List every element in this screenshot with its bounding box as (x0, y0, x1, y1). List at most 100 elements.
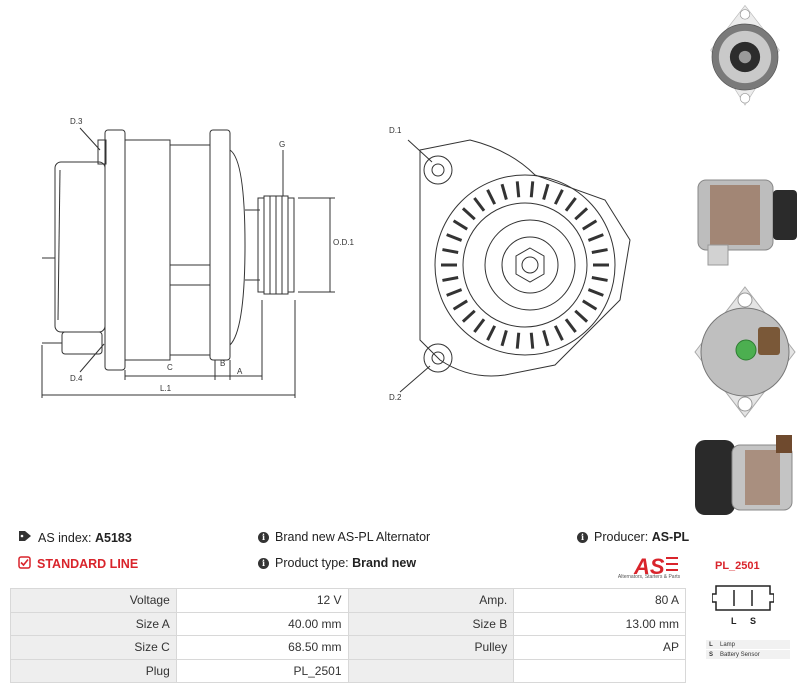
vent-slot (553, 189, 564, 205)
spec-key: Size C (10, 635, 177, 660)
technical-drawing: D.3 D.4 D.1 D.2 G O.D.1 C B A L.1 (41, 117, 631, 402)
vent-slot (529, 181, 535, 198)
legend-key: S (708, 651, 713, 658)
legend-row: L Lamp (706, 640, 790, 650)
spec-value: 13.00 mm (513, 611, 686, 636)
label-c: C (167, 363, 173, 372)
check-square-icon (18, 556, 31, 572)
as-index-value: A5183 (95, 530, 132, 545)
logo-tagline: Alternators, Starters & Parts (617, 574, 681, 580)
as-index-row: AS index: A5183 (18, 530, 132, 545)
vent-slot (529, 332, 535, 349)
spec-value: 12 V (175, 588, 349, 613)
vent-slot (542, 329, 550, 347)
plug-code: PL_2501 (715, 560, 760, 572)
spec-key: Voltage (10, 588, 177, 613)
label-a: A (237, 367, 243, 376)
vent-slot (582, 219, 598, 231)
product-photo-angle[interactable] (690, 425, 800, 525)
product-type-value: Brand new (352, 556, 417, 570)
product-photo-rear[interactable] (690, 282, 800, 422)
vent-slot (486, 189, 497, 205)
label-od1: O.D.1 (333, 238, 354, 247)
spec-value: AP (513, 635, 686, 660)
spec-value: PL_2501 (175, 658, 349, 683)
spec-key: Plug (10, 658, 177, 683)
standard-line-row: STANDARD LINE (18, 556, 138, 572)
product-type-label: Product type: (275, 556, 349, 570)
vent-slot (446, 288, 463, 297)
vent-slot (442, 248, 459, 254)
product-photo-front[interactable] (690, 2, 800, 112)
producer-value: AS-PL (651, 530, 690, 544)
vent-slot (486, 325, 497, 341)
info-icon: i (258, 557, 269, 569)
spec-value: 68.50 mm (175, 635, 349, 660)
label-g: G (279, 140, 285, 149)
label-d2: D.2 (389, 393, 402, 402)
tag-icon (18, 530, 32, 545)
product-type-row: i Product type: Brand new (258, 556, 416, 570)
vent-slot (452, 219, 468, 231)
spec-key: Pulley (347, 635, 515, 660)
producer-row: i Producer: AS-PL (577, 530, 689, 544)
vent-slot (564, 197, 577, 212)
legend-key: L (709, 641, 713, 648)
vent-slot (500, 183, 508, 201)
vent-slot (574, 309, 589, 323)
label-d1: D.1 (389, 126, 402, 135)
legend-value: Battery Sensor (720, 651, 760, 658)
vent-slot (446, 233, 463, 242)
vent-slot (591, 248, 608, 254)
label-d3: D.3 (70, 117, 83, 126)
vent-slot (542, 183, 550, 201)
vent-slot (587, 288, 604, 297)
spec-value: 40.00 mm (175, 611, 349, 636)
spec-key: Amp. (347, 588, 515, 613)
spec-value: 80 A (513, 588, 686, 613)
brand-text: Brand new AS-PL Alternator (275, 530, 431, 544)
vent-slot (442, 276, 459, 282)
label-d4: D.4 (70, 374, 83, 383)
label-b: B (220, 359, 225, 368)
plug-pin-s: S (750, 616, 756, 626)
info-icon: i (577, 531, 588, 543)
spec-key (347, 658, 515, 683)
label-l1: L.1 (160, 384, 172, 393)
vent-slot (461, 309, 476, 323)
product-photo-side[interactable] (690, 160, 800, 270)
vent-slot (500, 329, 508, 347)
info-icon: i (258, 531, 269, 543)
spec-key: Size A (10, 611, 177, 636)
plug-pin-l: L (731, 616, 737, 626)
vent-slot (473, 318, 486, 333)
brand-row: i Brand new AS-PL Alternator (258, 530, 430, 544)
vent-slot (591, 276, 608, 282)
plug-connector-diagram: L S (712, 585, 774, 626)
vent-slot (515, 332, 521, 349)
vent-slot (564, 318, 577, 333)
logo-text: AS (633, 554, 665, 579)
legend-value: Lamp (720, 641, 736, 648)
vent-slot (461, 207, 476, 221)
standard-line-label: STANDARD LINE (37, 557, 139, 571)
vent-slot (473, 197, 486, 212)
vent-slot (582, 299, 598, 311)
plug-legend: L Lamp S Battery Sensor (706, 640, 790, 660)
vent-slot (574, 207, 589, 221)
as-pl-logo: AS (633, 554, 678, 579)
spec-value (513, 658, 686, 683)
as-index-label: AS index: (38, 530, 92, 545)
vent-slot (553, 325, 564, 341)
vent-slot (452, 299, 468, 311)
vent-slot (515, 181, 521, 198)
legend-row: S Battery Sensor (706, 650, 790, 660)
spec-key: Size B (347, 611, 515, 636)
vent-slot (587, 233, 604, 242)
producer-label: Producer: (594, 530, 649, 544)
